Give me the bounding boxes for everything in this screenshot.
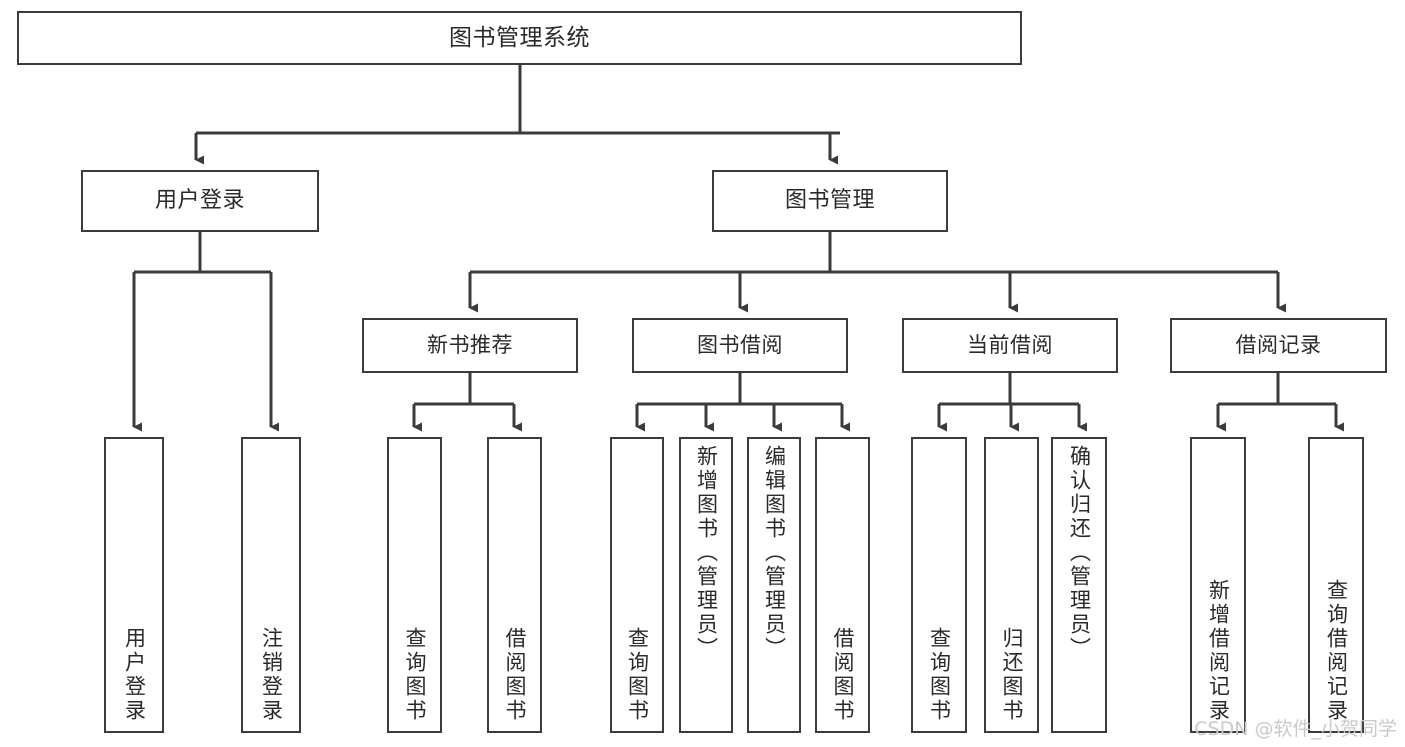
node-label: 借阅图书 bbox=[503, 627, 527, 723]
node-label: 注销登录 bbox=[259, 627, 284, 723]
leaf-add-book-admin[interactable]: 新增图书（管理员） bbox=[679, 437, 733, 733]
leaf-borrow-books-recommend[interactable]: 借阅图书 bbox=[487, 437, 542, 733]
leaf-return-books[interactable]: 归还图书 bbox=[984, 437, 1039, 733]
leaf-query-books-borrow[interactable]: 查询图书 bbox=[610, 437, 664, 733]
node-label: 当前借阅 bbox=[967, 333, 1053, 358]
node-book-management[interactable]: 图书管理 bbox=[712, 170, 948, 232]
leaf-user-login[interactable]: 用户登录 bbox=[104, 437, 164, 733]
node-label: 新增图书（管理员） bbox=[694, 445, 719, 661]
leaf-query-borrow-record[interactable]: 查询借阅记录 bbox=[1308, 437, 1364, 733]
node-label: 借阅图书 bbox=[831, 627, 855, 723]
leaf-borrow-books[interactable]: 借阅图书 bbox=[815, 437, 870, 733]
node-label: 图书管理系统 bbox=[449, 24, 590, 51]
node-label: 图书借阅 bbox=[697, 333, 783, 358]
node-label: 新增借阅记录 bbox=[1206, 579, 1231, 723]
leaf-logout[interactable]: 注销登录 bbox=[241, 437, 301, 733]
node-label: 用户登录 bbox=[122, 627, 147, 723]
leaf-query-books-current[interactable]: 查询图书 bbox=[911, 437, 967, 733]
node-book-borrow[interactable]: 图书借阅 bbox=[632, 318, 848, 373]
node-label: 用户登录 bbox=[154, 188, 245, 214]
watermark-text: CSDN @软件_小贺同学 bbox=[1194, 718, 1397, 740]
node-label: 确认归还（管理员） bbox=[1067, 445, 1092, 661]
node-label: 图书管理 bbox=[784, 188, 875, 214]
node-label: 查询图书 bbox=[625, 627, 650, 723]
node-label: 借阅记录 bbox=[1235, 333, 1322, 358]
leaf-query-books-recommend[interactable]: 查询图书 bbox=[387, 437, 442, 733]
node-borrow-record[interactable]: 借阅记录 bbox=[1170, 318, 1387, 373]
node-label: 归还图书 bbox=[1000, 627, 1024, 723]
leaf-confirm-return-admin[interactable]: 确认归还（管理员） bbox=[1051, 437, 1107, 733]
node-label: 查询图书 bbox=[927, 627, 952, 723]
node-new-book-recommend[interactable]: 新书推荐 bbox=[362, 318, 578, 373]
node-label: 查询借阅记录 bbox=[1324, 579, 1349, 723]
leaf-add-borrow-record[interactable]: 新增借阅记录 bbox=[1190, 437, 1246, 733]
leaf-edit-book-admin[interactable]: 编辑图书（管理员） bbox=[747, 437, 801, 733]
node-label: 查询图书 bbox=[403, 627, 427, 723]
node-current-borrow[interactable]: 当前借阅 bbox=[902, 318, 1118, 373]
node-label: 编辑图书（管理员） bbox=[762, 445, 787, 661]
node-label: 新书推荐 bbox=[427, 333, 513, 358]
node-root-system[interactable]: 图书管理系统 bbox=[17, 11, 1022, 65]
node-user-login[interactable]: 用户登录 bbox=[81, 170, 319, 232]
